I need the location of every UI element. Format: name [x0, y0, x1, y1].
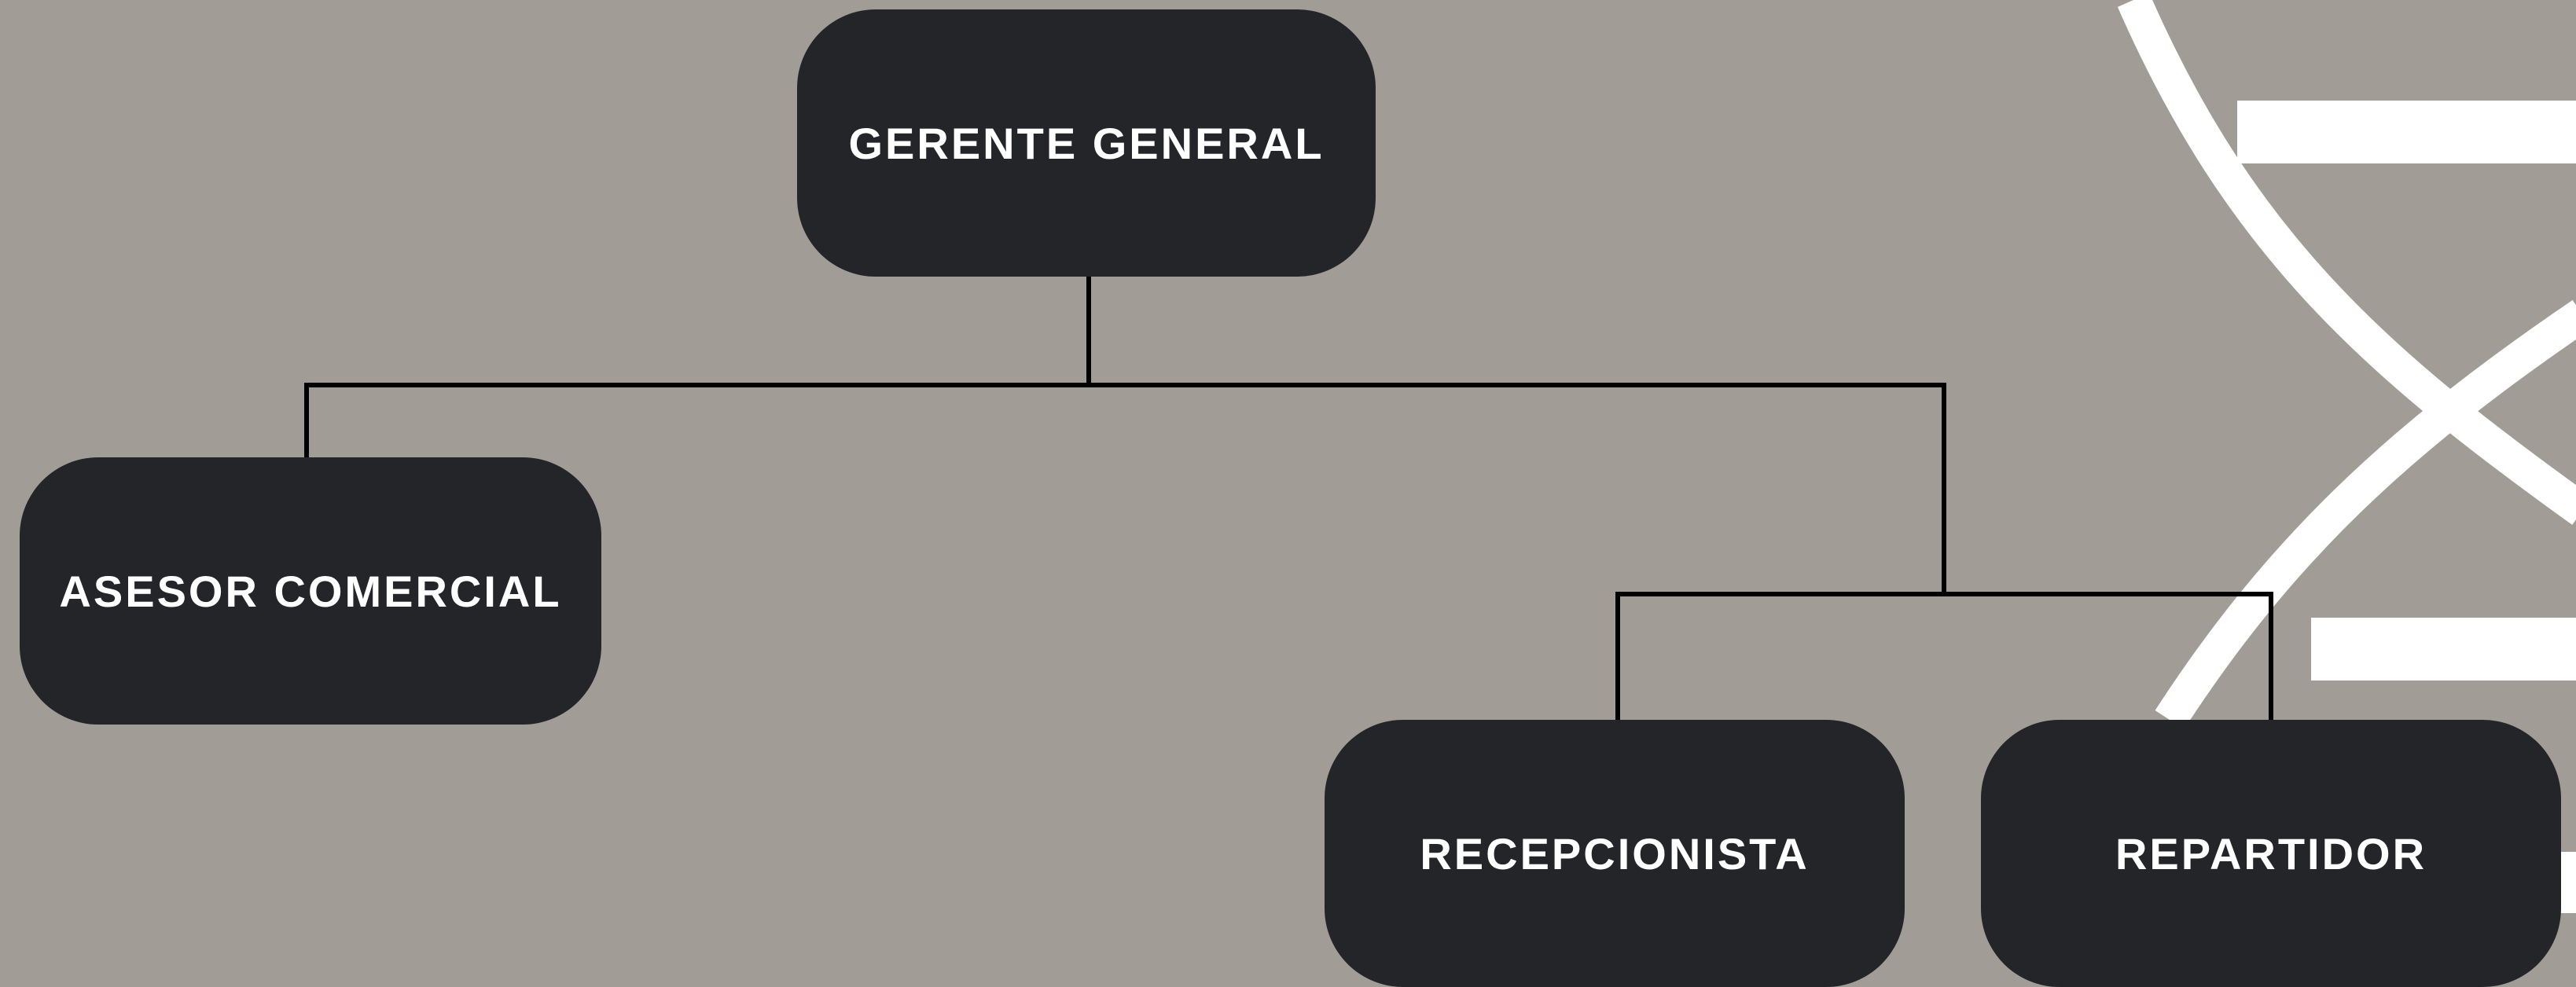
node-gerente-general: GERENTE GENERAL — [797, 9, 1376, 277]
node-label: ASESOR COMERCIAL — [59, 566, 562, 616]
decorative-band-bottom — [2559, 852, 2576, 913]
connectors — [304, 275, 2273, 721]
decorative-curve-lower — [2155, 299, 2576, 729]
node-asesor-comercial: ASESOR COMERCIAL — [20, 457, 601, 725]
node-label: GERENTE GENERAL — [848, 118, 1325, 168]
node-repartidor: REPARTIDOR — [1981, 720, 2561, 987]
decorative-band-middle — [2311, 618, 2576, 681]
decorative-curves — [2117, 0, 2576, 913]
decorative-band-top — [2237, 101, 2576, 163]
node-label: RECEPCIONISTA — [1420, 828, 1810, 879]
node-label: REPARTIDOR — [2115, 828, 2427, 879]
node-recepcionista: RECEPCIONISTA — [1325, 720, 1905, 987]
decorative-curve-upper — [2117, 0, 2576, 525]
